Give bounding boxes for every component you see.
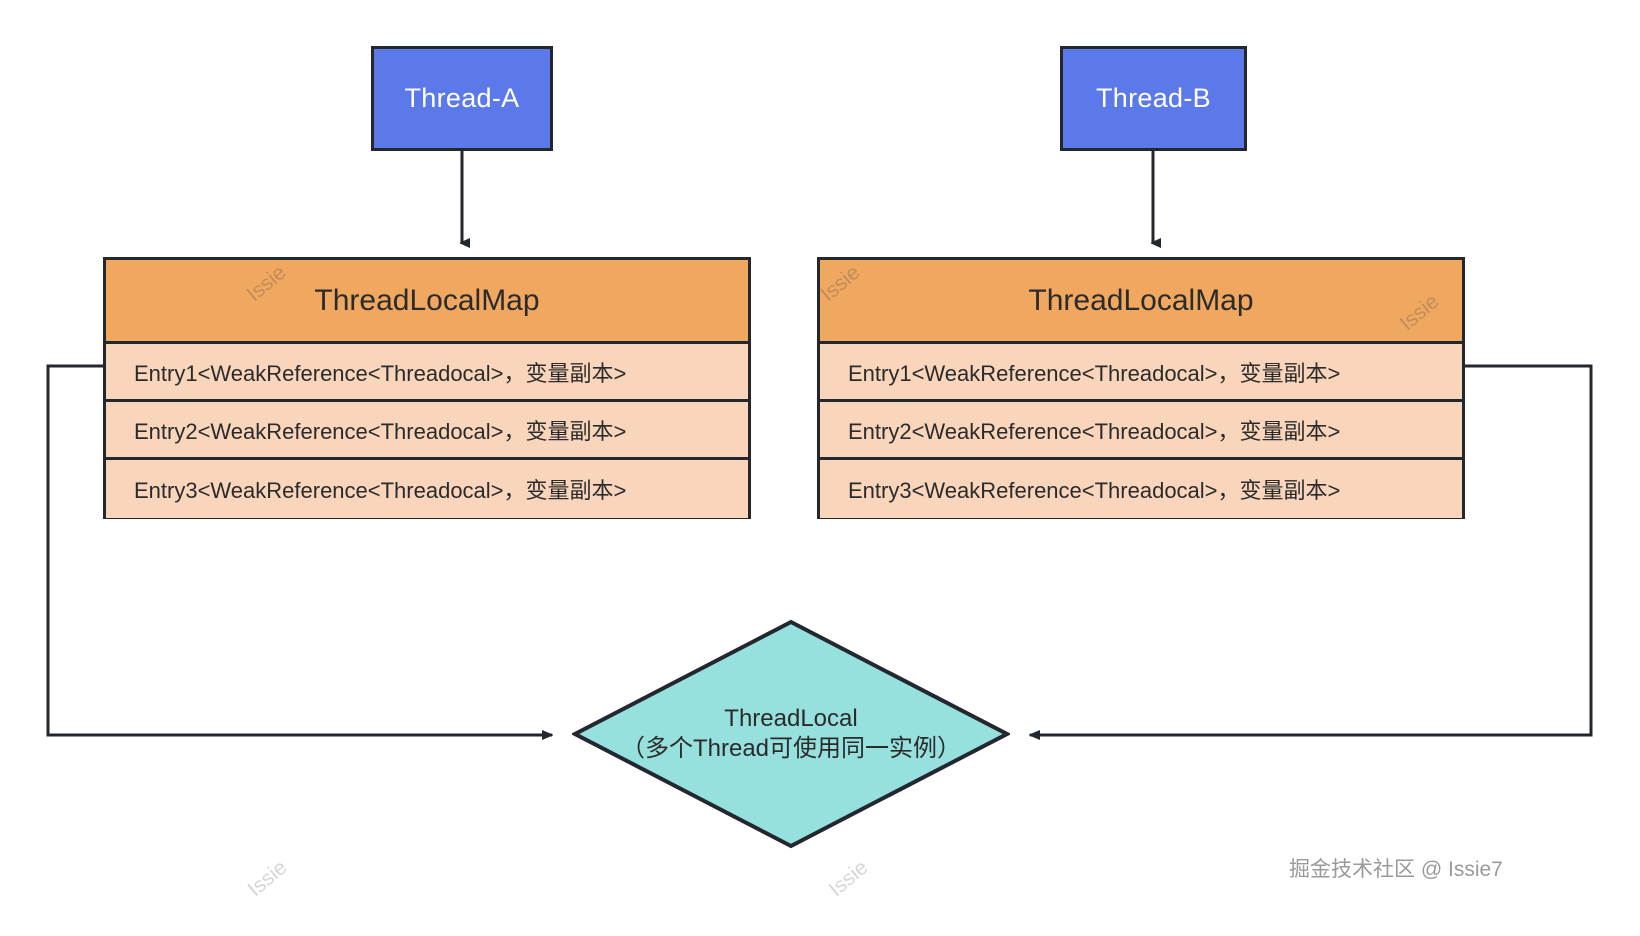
table-row[interactable]: Entry2<WeakReference<Threadocal>，变量副本>	[106, 402, 748, 460]
threadlocalmap-left-title: ThreadLocalMap	[314, 283, 540, 317]
table-row[interactable]: Entry3<WeakReference<Threadocal>，变量副本>	[106, 460, 748, 518]
threadlocalmap-left-header: ThreadLocalMap	[106, 260, 748, 344]
entry-label: Entry2<WeakReference<Threadocal>，变量副本>	[848, 418, 1341, 444]
threadlocalmap-right-title: ThreadLocalMap	[1028, 283, 1254, 317]
threadlocalmap-left[interactable]: ThreadLocalMap Entry1<WeakReference<Thre…	[103, 257, 751, 519]
entry-label: Entry3<WeakReference<Threadocal>，变量副本>	[134, 478, 627, 503]
entry-label: Entry1<WeakReference<Threadocal>，变量副本>	[848, 360, 1341, 386]
thread-b-label: Thread-B	[1096, 83, 1211, 113]
table-row[interactable]: Entry1<WeakReference<Threadocal>，变量副本>	[106, 344, 748, 402]
thread-b-box[interactable]: Thread-B	[1060, 46, 1247, 151]
threadlocalmap-right-header: ThreadLocalMap	[820, 260, 1462, 344]
threadlocalmap-right[interactable]: ThreadLocalMap Entry1<WeakReference<Thre…	[817, 257, 1465, 519]
arrow-right-map-to-threadlocal	[1030, 364, 1593, 735]
entry-label: Entry1<WeakReference<Threadocal>，变量副本>	[134, 360, 627, 386]
thread-a-label: Thread-A	[404, 83, 520, 113]
table-row[interactable]: Entry1<WeakReference<Threadocal>，变量副本>	[820, 344, 1462, 402]
arrow-left-map-to-threadlocal	[46, 364, 552, 735]
entry-label: Entry2<WeakReference<Threadocal>，变量副本>	[134, 418, 627, 444]
thread-a-box[interactable]: Thread-A	[371, 46, 553, 151]
credit-watermark: 掘金技术社区 @ Issie7	[1289, 858, 1503, 881]
threadlocal-diamond[interactable]	[572, 619, 1010, 849]
table-row[interactable]: Entry3<WeakReference<Threadocal>，变量副本>	[820, 460, 1462, 518]
entry-label: Entry3<WeakReference<Threadocal>，变量副本>	[848, 478, 1341, 503]
table-row[interactable]: Entry2<WeakReference<Threadocal>，变量副本>	[820, 402, 1462, 460]
